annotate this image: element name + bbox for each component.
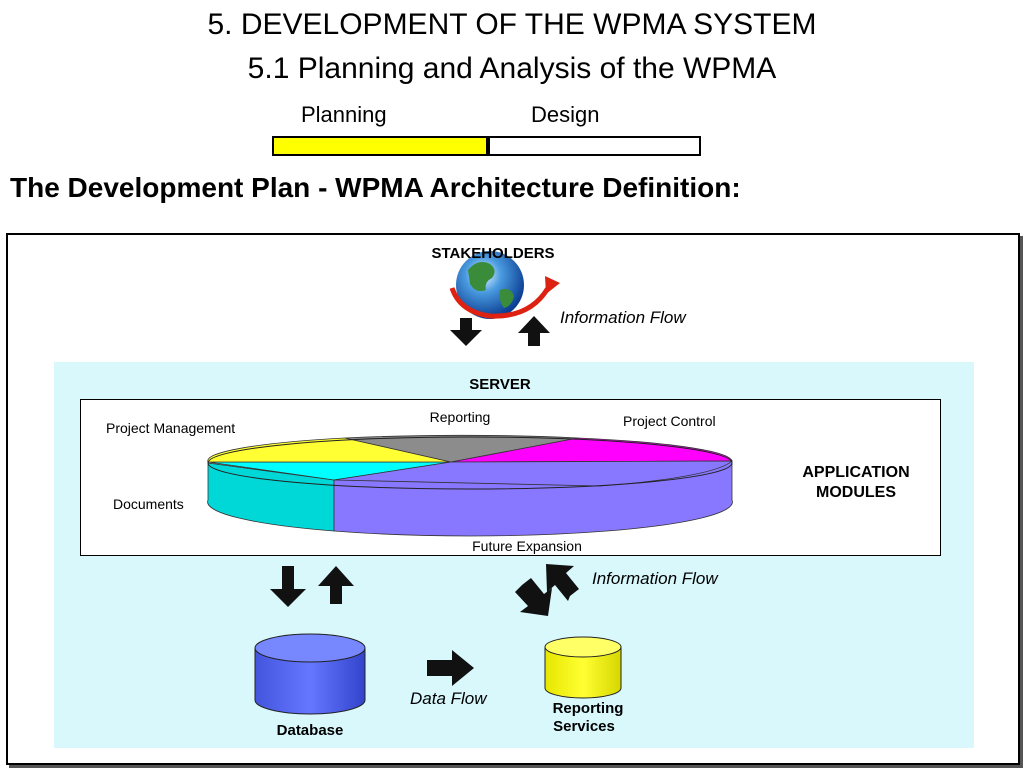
progress-bar-remaining xyxy=(488,136,701,156)
server-label: SERVER xyxy=(469,376,531,393)
progress-label-design: Design xyxy=(531,102,600,127)
page-subtitle: 5.1 Planning and Analysis of the WPMA xyxy=(247,52,777,85)
arrow-right-icon xyxy=(427,650,474,686)
globe-icon xyxy=(449,251,560,319)
section-heading: The Development Plan - WPMA Architecture… xyxy=(10,172,741,203)
reporting-services-label-1: Reporting xyxy=(553,700,624,717)
arrow-up-middle-icon xyxy=(318,566,354,604)
slice-label-reporting: Reporting xyxy=(430,409,491,425)
database-label: Database xyxy=(277,722,344,739)
progress-bar-filled xyxy=(272,136,486,156)
database-icon xyxy=(254,633,366,715)
pie-side-documents xyxy=(207,462,335,532)
arrow-down-icon xyxy=(450,318,482,346)
pie-top-project-management xyxy=(207,437,452,463)
arrow-down-left-icon xyxy=(270,566,306,607)
information-flow-top-label: Information Flow xyxy=(560,308,687,327)
application-modules-label-2: MODULES xyxy=(816,484,896,501)
arrow-up-icon xyxy=(518,316,550,346)
reporting-services-label-2: Services xyxy=(553,718,615,735)
pie-top-project-control xyxy=(450,437,733,463)
stakeholders-label: STAKEHOLDERS xyxy=(431,245,554,262)
slice-label-project-control: Project Control xyxy=(623,413,716,429)
arrow-diagonal-down-icon xyxy=(515,578,552,616)
data-flow-label: Data Flow xyxy=(410,689,488,708)
progress-divider xyxy=(486,136,488,156)
information-flow-mid-label: Information Flow xyxy=(592,569,719,588)
arrow-diagonal-up-icon xyxy=(546,564,579,601)
application-modules-label-1: APPLICATION xyxy=(802,464,909,481)
slice-label-project-management: Project Management xyxy=(106,420,235,436)
pie-top-reporting xyxy=(344,434,579,463)
module-pie xyxy=(207,434,734,537)
slice-label-documents: Documents xyxy=(113,496,184,512)
progress-label-planning: Planning xyxy=(301,102,387,127)
reporting-services-icon xyxy=(544,636,622,699)
slice-label-future-expansion: Future Expansion xyxy=(472,538,582,554)
page-title: 5. DEVELOPMENT OF THE WPMA SYSTEM xyxy=(207,8,817,41)
